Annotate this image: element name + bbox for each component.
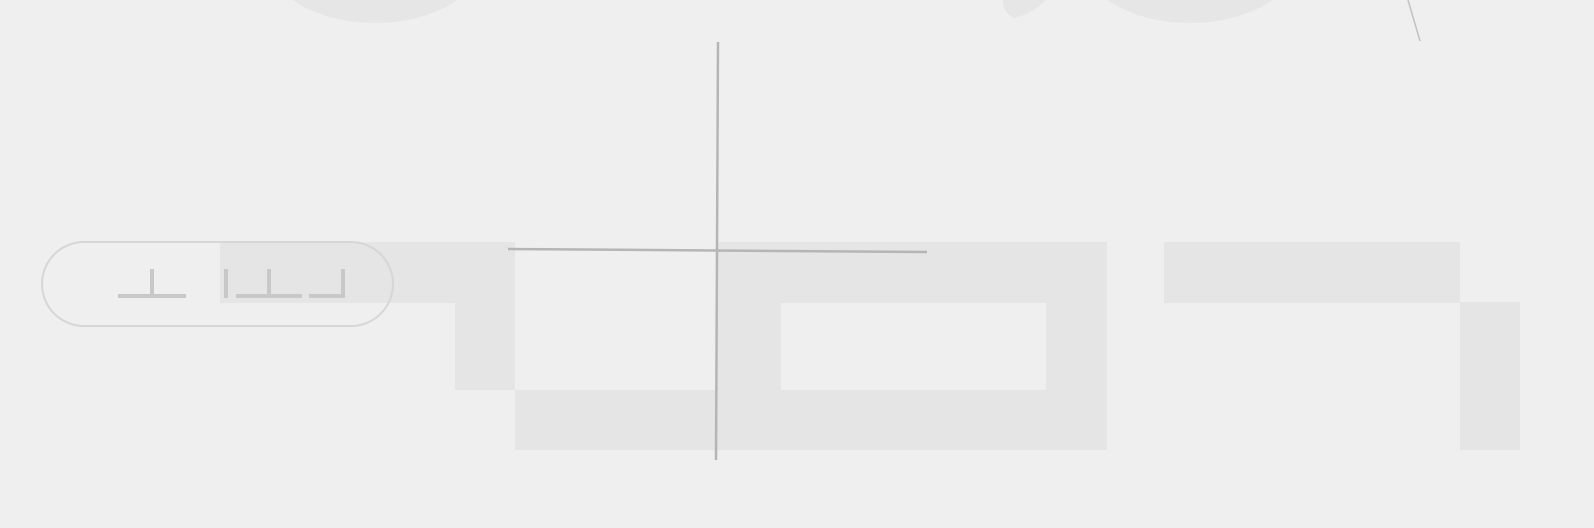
top-arc-shape: [1002, 0, 1046, 18]
pill-button[interactable]: [41, 241, 394, 327]
block-center-bottom: [515, 390, 1107, 450]
block-right-top: [1164, 242, 1460, 303]
top-diagonal-line: [1407, 0, 1421, 42]
block-right-col: [1460, 302, 1520, 450]
crosshair-horizontal-line: [507, 247, 928, 254]
block-left-step: [455, 242, 515, 390]
top-right-circle: [1107, 0, 1273, 23]
pill-glyph-strokes: [118, 269, 345, 298]
top-left-circle: [292, 0, 458, 23]
